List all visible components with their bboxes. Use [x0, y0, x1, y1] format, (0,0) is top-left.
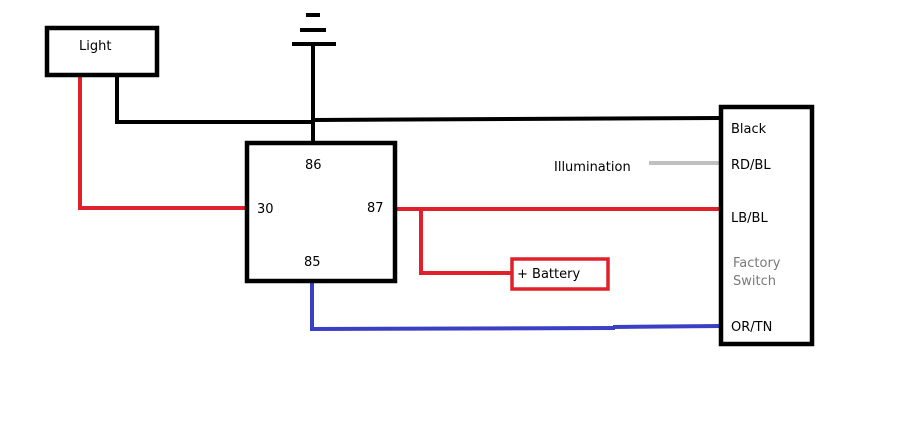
- black-bus-wire-right: [312, 116, 723, 122]
- pin85-to-or-tn-wire-right: [612, 324, 723, 329]
- battery-label: + Battery: [517, 267, 580, 282]
- switch-pin-lb-bl-label: LB/BL: [731, 211, 768, 226]
- switch-pin-black-label: Black: [731, 122, 767, 137]
- relay-pin-30-label: 30: [257, 202, 274, 217]
- relay-pin-86-label: 86: [305, 158, 322, 173]
- switch-pin-rd-bl-label: RD/BL: [731, 158, 771, 173]
- switch-name-line2: Switch: [733, 274, 776, 289]
- factory-switch-component: Black RD/BL LB/BL Factory Switch OR/TN: [718, 104, 815, 347]
- switch-name-line1: Factory: [733, 256, 781, 271]
- switch-pin-or-tn-label: OR/TN: [731, 320, 772, 335]
- light-label: Light: [79, 39, 111, 54]
- ground-symbol-icon: [292, 13, 336, 46]
- relay-component: 86 30 87 85: [244, 140, 398, 284]
- battery-component: + Battery: [510, 257, 610, 291]
- illumination-label: Illumination: [554, 160, 631, 175]
- relay-pin-87-label: 87: [367, 201, 384, 216]
- relay-pin-85-label: 85: [304, 255, 321, 270]
- light-component: Light: [44, 25, 160, 78]
- pin85-to-or-tn-wire-left: [309, 326, 616, 331]
